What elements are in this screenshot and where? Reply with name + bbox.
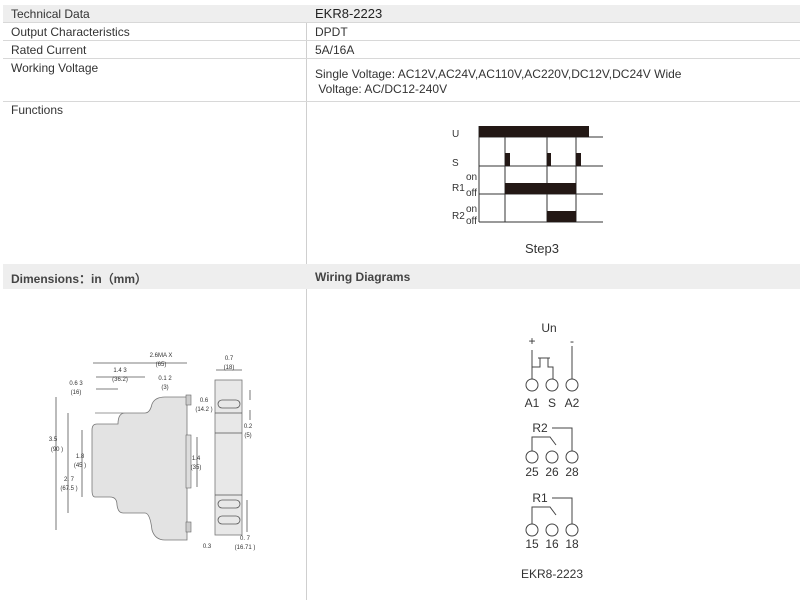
row-label: Output Characteristics (11, 25, 130, 39)
dim-label: (16.71 ) (235, 545, 256, 551)
dim-label: 0.2 (244, 424, 253, 430)
r1-on-bar (505, 183, 576, 194)
on-label: on (466, 172, 477, 183)
terminal-a2 (565, 378, 579, 392)
timing-caption: Step3 (525, 241, 559, 256)
s-pulse (505, 153, 510, 166)
terminal-15 (525, 523, 539, 537)
terminal-label: A2 (565, 396, 580, 410)
u-label: U (452, 129, 459, 140)
off-label: off (466, 216, 477, 227)
terminal-s (545, 378, 559, 392)
dim-label: (14.2 ) (195, 407, 212, 413)
dim-label: (16) (71, 390, 82, 396)
dim-label: 0.7 (225, 356, 234, 362)
s-pulse (547, 153, 551, 166)
dim-label: 2.6MA X (150, 353, 173, 359)
row-label: Rated Current (11, 43, 87, 57)
row-label: Functions (11, 103, 64, 117)
terminal-25 (525, 450, 539, 464)
terminal-18 (565, 523, 579, 537)
r1-label: R1 (452, 183, 465, 194)
on-label: on (466, 204, 477, 215)
header-label: Technical Data (11, 7, 90, 21)
wiring-heading: Wiring Diagrams (315, 270, 411, 284)
terminal-label: 28 (565, 465, 579, 479)
dim-label: 0. 7 (240, 536, 251, 542)
s-pulse (576, 153, 581, 166)
row-value: Single Voltage: AC12V,AC24V,AC110V,AC220… (315, 67, 682, 81)
terminal-26 (545, 450, 559, 464)
dim-label: (36.2) (112, 377, 128, 383)
terminal-16 (545, 523, 559, 537)
terminal-a1 (525, 378, 539, 392)
plus-label: + (528, 334, 535, 348)
dim-label: (90 ) (51, 447, 63, 453)
wiring-model-label: EKR8-2223 (521, 567, 583, 581)
r2-label: R2 (532, 421, 548, 435)
s-label: S (452, 158, 459, 169)
table-row: Output Characteristics DPDT (3, 23, 800, 41)
table-row: Rated Current 5A/16A (3, 41, 800, 59)
terminal-28 (565, 450, 579, 464)
dim-label: 0.3 (203, 544, 212, 550)
dim-label: (67.5 ) (60, 486, 77, 492)
header-model: EKR8-2223 (315, 6, 383, 21)
dim-label: 1.4 3 (113, 368, 127, 374)
dimension-drawing: 2.6MA X (65) 1.4 3 (36.2) 0.6 3 (16) 0.1… (49, 353, 256, 551)
dim-label: (3) (161, 385, 168, 391)
terminal-label: S (548, 396, 556, 410)
dim-label: 0.1 2 (158, 376, 172, 382)
minus-label: - (570, 334, 574, 348)
terminal-label: 15 (525, 537, 539, 551)
relay-front-outline (214, 379, 243, 536)
dimensions-heading: Dimensions：in（mm） (11, 272, 148, 286)
dim-label: 1.4 (192, 456, 201, 462)
dim-label: (18) (224, 365, 235, 371)
dim-label: 0.6 3 (69, 381, 83, 387)
relay-side-outline (91, 396, 188, 541)
dim-label: 1.8 (76, 454, 85, 460)
row-value: 5A/16A (315, 43, 355, 57)
r2-on-bar (547, 211, 576, 222)
row-label: Working Voltage (11, 61, 99, 75)
terminal-label: 25 (525, 465, 539, 479)
terminal-label: 26 (545, 465, 559, 479)
row-value-cont: Voltage: AC/DC12-240V (315, 82, 448, 96)
dim-label: (45 ) (74, 463, 86, 469)
r2-label: R2 (452, 211, 465, 222)
dim-label: (5) (244, 433, 251, 439)
dim-label: 2. 7 (64, 477, 75, 483)
section-header-row: Dimensions：in（mm） Wiring Diagrams (3, 264, 800, 289)
terminal-label: 18 (565, 537, 579, 551)
terminal-label: 16 (545, 537, 559, 551)
terminal-label: A1 (525, 396, 540, 410)
r1-label: R1 (532, 491, 548, 505)
table-row: Functions (3, 102, 800, 260)
row-value: DPDT (315, 25, 348, 39)
dim-label: (65) (156, 362, 167, 368)
table-header-row: Technical Data EKR8-2223 (3, 5, 800, 23)
timing-diagram: U S on R1 off on R2 off Step3 (452, 126, 603, 256)
dim-label: 0.6 (200, 398, 209, 404)
un-label: Un (541, 321, 556, 335)
u-signal-bar (479, 126, 589, 137)
dim-label: (35) (191, 465, 202, 471)
off-label: off (466, 188, 477, 199)
table-row: Working Voltage Single Voltage: AC12V,AC… (3, 59, 800, 102)
dim-label: 3.5 (49, 437, 58, 443)
column-divider (306, 5, 307, 600)
